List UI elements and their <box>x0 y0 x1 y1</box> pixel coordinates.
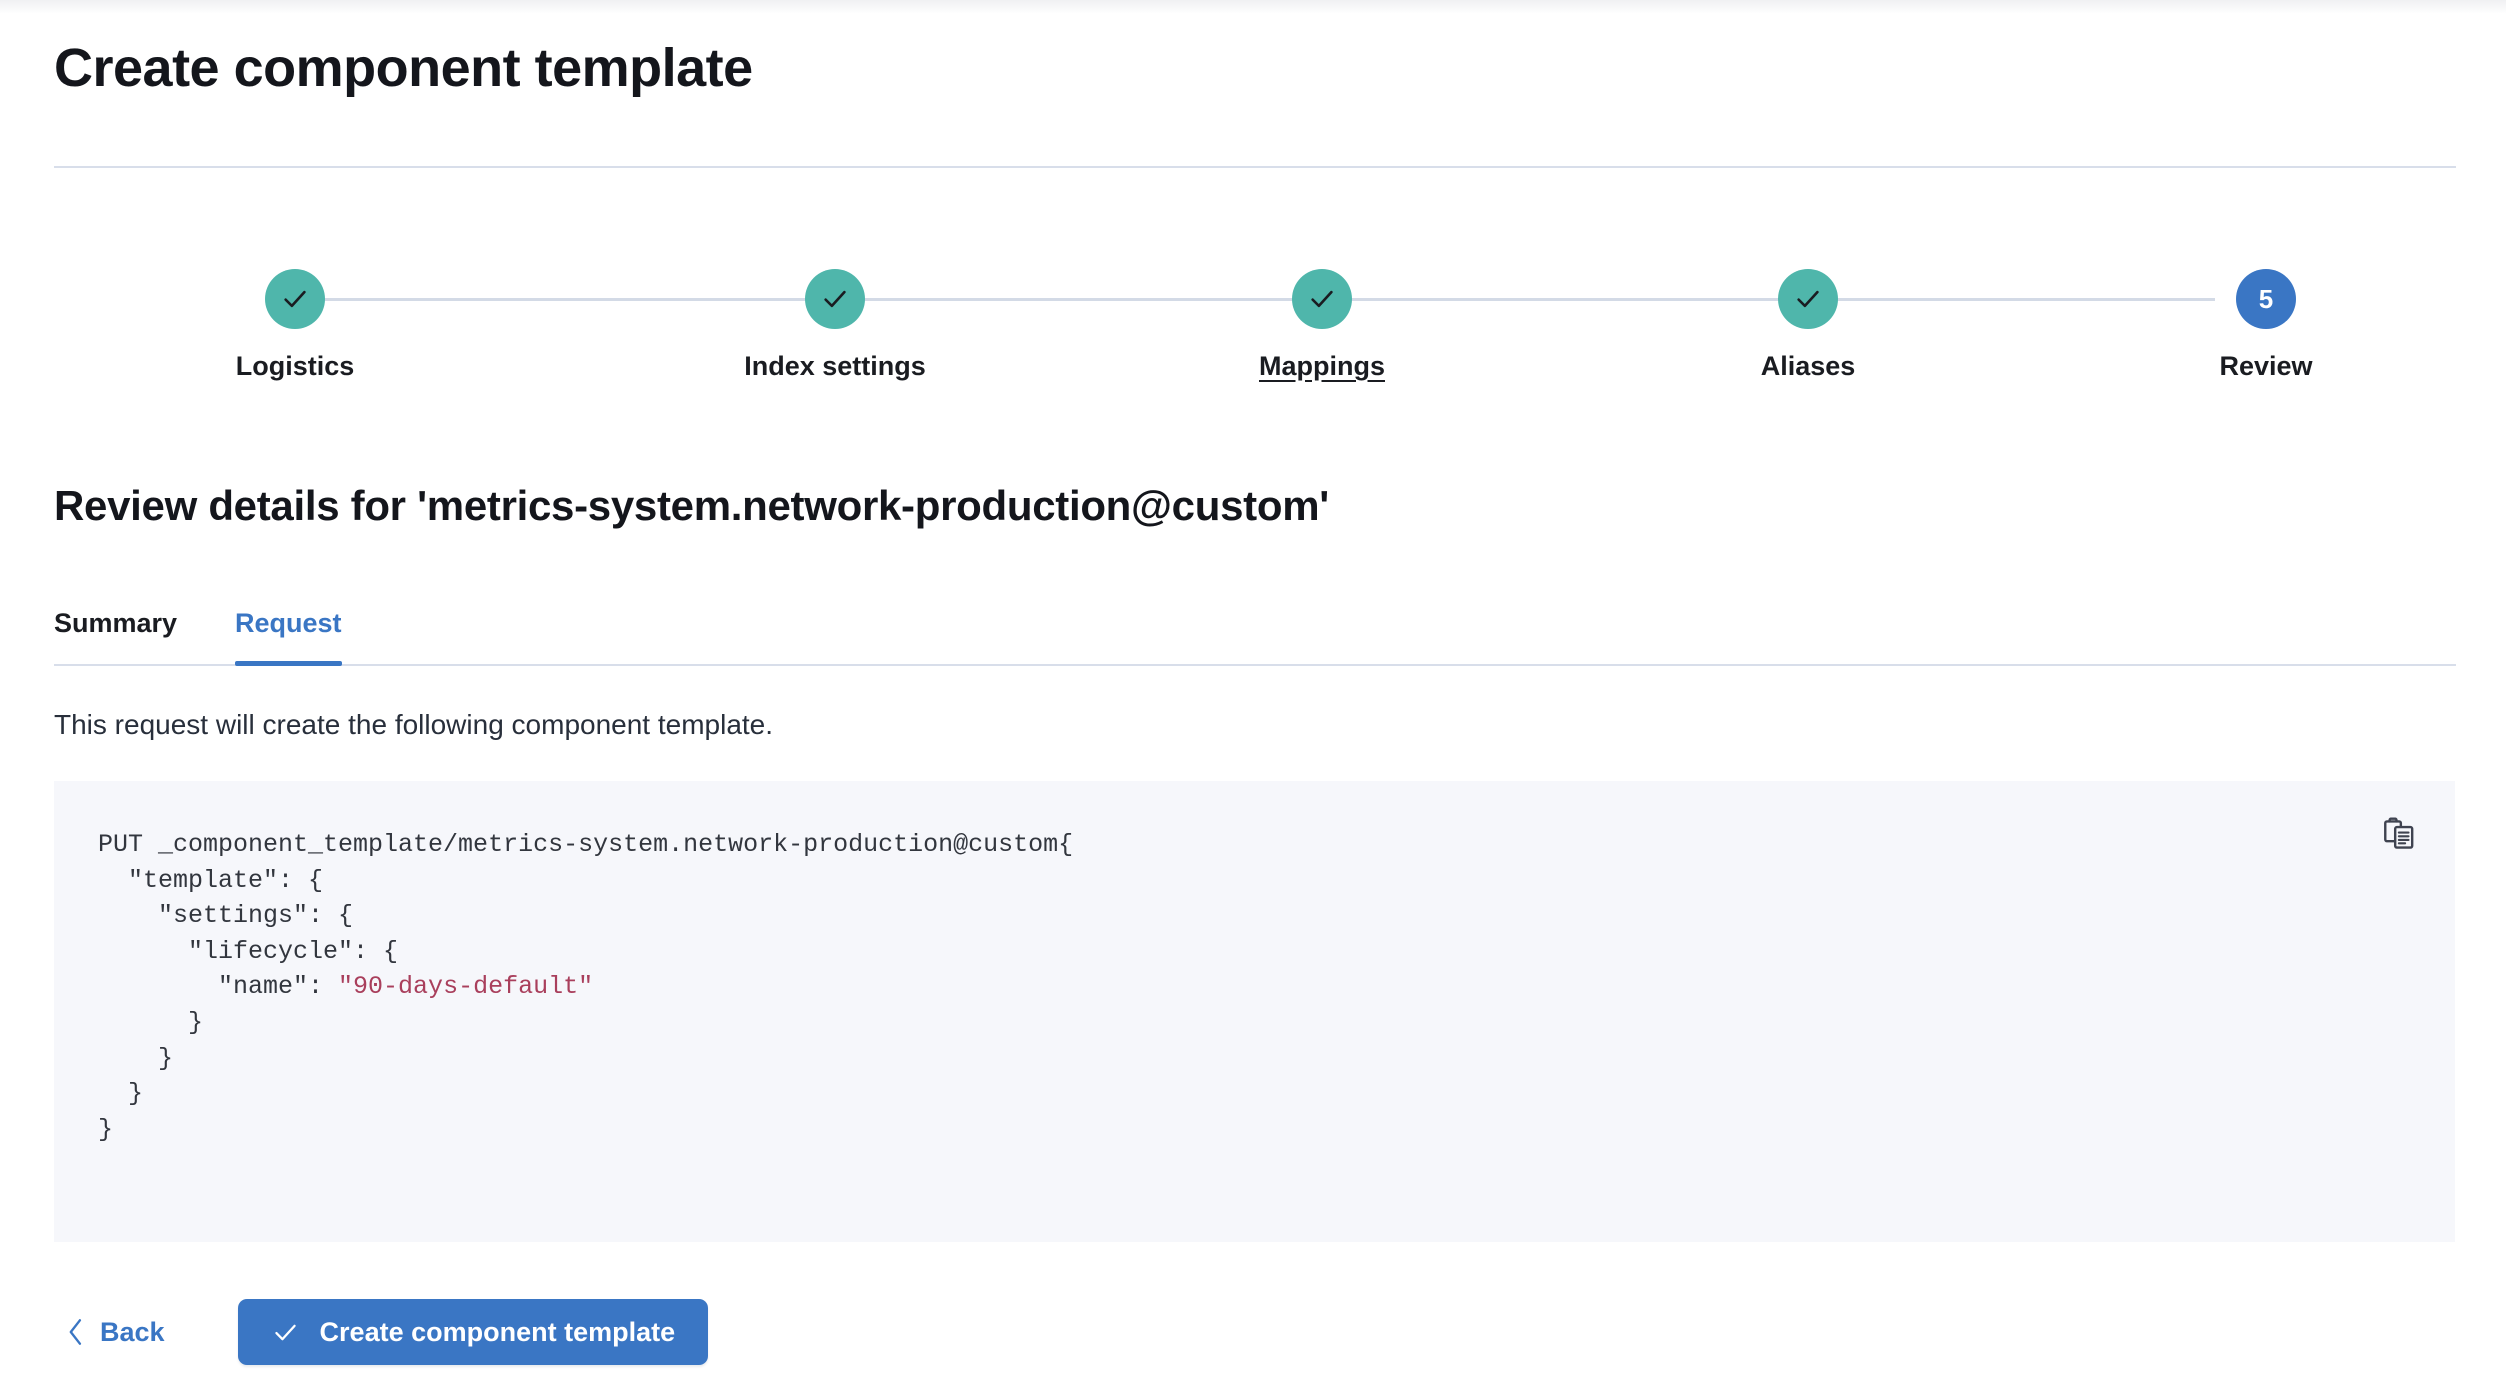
request-description: This request will create the following c… <box>54 709 774 740</box>
copy-clipboard-glyph <box>2384 817 2414 849</box>
check-icon <box>1311 290 1333 308</box>
step-label[interactable]: Index settings <box>744 351 926 381</box>
step-logistics[interactable]: Logistics <box>125 246 465 382</box>
review-heading: Review details for 'metrics-system.netwo… <box>54 482 1329 529</box>
step-mappings[interactable]: Mappings <box>1152 246 1492 382</box>
wizard-footer-actions: Back Create component template <box>54 1295 709 1369</box>
tabs-divider <box>54 664 2456 666</box>
check-icon <box>1797 290 1819 308</box>
step-aliases[interactable]: Aliases <box>1638 246 1978 382</box>
back-button-label: Back <box>100 1316 165 1347</box>
step-label[interactable]: Review <box>2219 351 2313 381</box>
create-component-template-button[interactable]: Create component template <box>237 1299 709 1365</box>
header-divider <box>54 166 2456 168</box>
request-code-block: PUT _component_template/metrics-system.n… <box>54 781 2455 1242</box>
tab-request-label: Request <box>235 608 342 638</box>
tab-summary-label: Summary <box>54 608 178 638</box>
step-status-circle <box>1778 269 1838 329</box>
page-title: Create component template <box>54 38 753 98</box>
step-label[interactable]: Mappings <box>1259 351 1385 381</box>
check-icon <box>284 290 306 308</box>
copy-clipboard-icon[interactable] <box>2373 807 2427 861</box>
tab-summary[interactable]: Summary <box>54 600 177 666</box>
request-code: PUT _component_template/metrics-system.n… <box>98 827 1073 1147</box>
back-button[interactable]: Back <box>54 1309 179 1356</box>
step-status-circle <box>265 269 325 329</box>
step-number: 5 <box>2258 284 2274 314</box>
wizard-stepper: Logistics Index settings Mappings <box>54 246 2456 381</box>
tab-request[interactable]: Request <box>235 600 342 666</box>
code-body-before: { "template": { "settings": { "lifecycle… <box>128 830 1074 1002</box>
stepper-connector-line <box>295 298 2215 301</box>
code-string-value: "90-days-default" <box>338 972 594 1002</box>
step-label[interactable]: Aliases <box>1760 351 1856 381</box>
step-status-circle: 5 <box>2236 269 2296 329</box>
step-review[interactable]: 5 Review <box>2096 246 2436 382</box>
step-label[interactable]: Logistics <box>235 351 355 381</box>
create-component-template-label: Create component template <box>319 1316 676 1347</box>
check-icon <box>824 290 846 308</box>
step-index-settings[interactable]: Index settings <box>665 246 1005 382</box>
step-status-circle <box>805 269 865 329</box>
chevron-left-icon <box>69 1319 82 1345</box>
check-icon <box>274 1324 296 1340</box>
code-request-line: PUT _component_template/metrics-system.n… <box>98 830 1059 859</box>
details-tabs: Summary Request <box>54 600 2456 666</box>
step-status-circle <box>1292 269 1352 329</box>
code-body-after: } } } } <box>98 1007 204 1144</box>
active-tab-indicator <box>235 661 342 666</box>
